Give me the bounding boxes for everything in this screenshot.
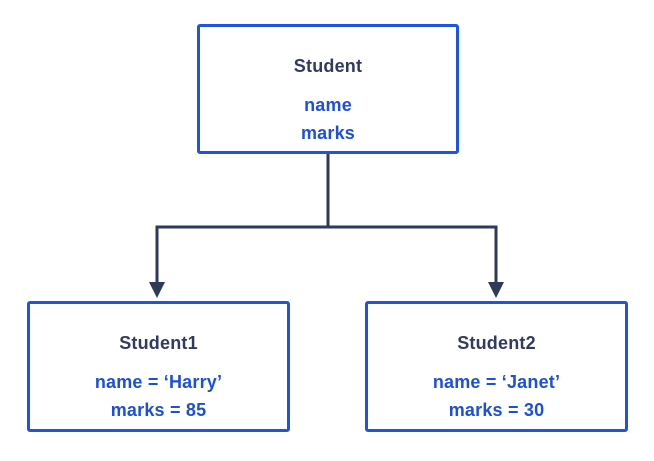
instance2-fields: name = ‘Janet’ marks = 30 [433, 368, 560, 424]
class-box-title: Student [293, 56, 363, 76]
instance2-field-marks: marks = 30 [448, 400, 545, 420]
class-field-name: name [304, 95, 352, 115]
arrowhead-down-left-icon [149, 282, 165, 298]
instance-box-student1: Student1 name = ‘Harry’ marks = 85 [27, 301, 290, 432]
class-box-fields: name marks [301, 91, 355, 147]
instance1-field-marks: marks = 85 [110, 400, 207, 420]
instance-box-student2: Student2 name = ‘Janet’ marks = 30 [365, 301, 628, 432]
instance1-field-name: name = ‘Harry’ [94, 372, 223, 392]
arrowhead-down-right-icon [488, 282, 504, 298]
instance1-fields: name = ‘Harry’ marks = 85 [95, 368, 222, 424]
class-field-marks: marks [300, 123, 356, 143]
instance2-field-name: name = ‘Janet’ [432, 372, 561, 392]
class-box-student: Student name marks [197, 24, 459, 154]
instance1-title: Student1 [119, 333, 198, 353]
instance2-title: Student2 [457, 333, 536, 353]
